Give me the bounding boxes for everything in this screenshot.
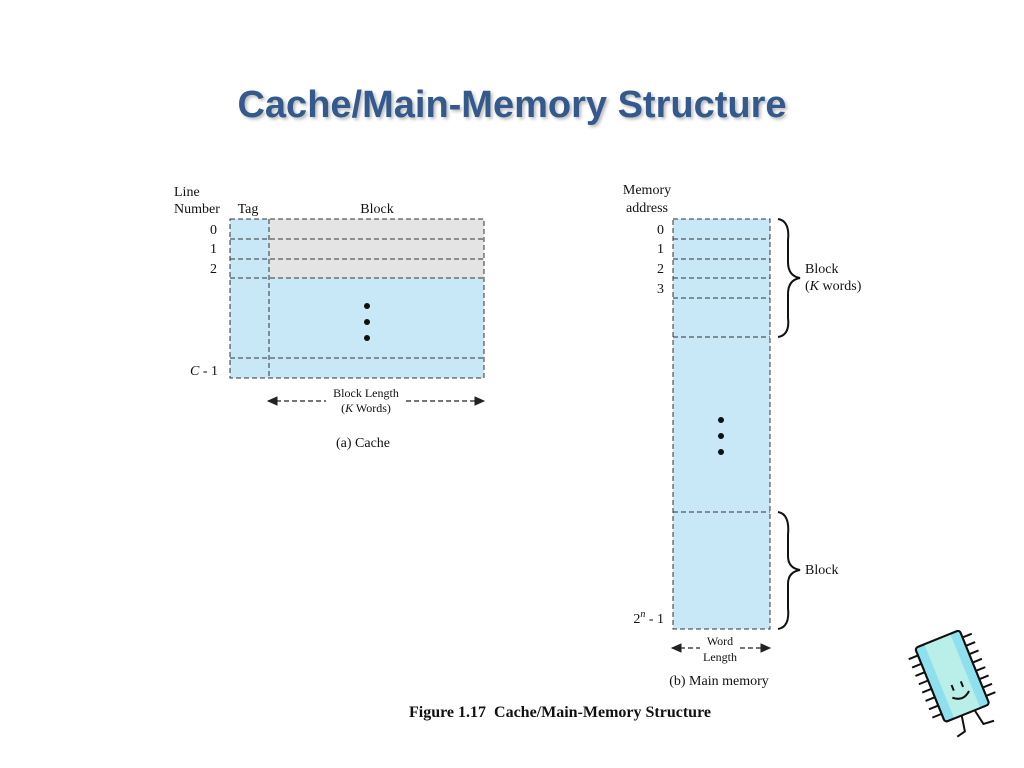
memory-header-line1: Memory <box>623 183 671 198</box>
brace-top-label: Block <box>805 262 838 277</box>
cache-row-label-0: 0 <box>210 223 217 238</box>
block-brace-top <box>777 218 801 338</box>
memory-header-line2: address <box>626 201 668 216</box>
memory-ellipsis-dots <box>718 417 724 455</box>
memory-row-label-last: 2n - 1 <box>633 609 664 627</box>
cache-lines-region <box>269 278 484 378</box>
cache-line-1-block <box>269 239 484 259</box>
main-memory-diagram: Memory address 0 1 2 3 2n - 1 Block (K w… <box>623 183 862 689</box>
memory-chip-mascot-icon <box>908 629 996 738</box>
memory-row-label-0: 0 <box>657 223 664 238</box>
cache-header-line: Line <box>174 185 200 200</box>
block-brace-bottom <box>777 511 801 630</box>
cache-row-label-last: C - 1 <box>190 364 218 379</box>
cache-diagram: Line Number Tag Block 0 1 2 C - 1 <box>174 185 486 451</box>
cache-tag-column <box>230 219 269 378</box>
memory-row-label-2: 2 <box>657 262 664 277</box>
brace-bottom-label: Block <box>805 563 838 578</box>
cache-line-2-block <box>269 259 484 278</box>
cache-header-block: Block <box>360 202 393 217</box>
cache-ellipsis-dots <box>364 303 370 341</box>
word-length-label: Word <box>707 634 733 648</box>
memory-column <box>673 219 770 629</box>
memory-caption: (b) Main memory <box>669 674 769 689</box>
cache-caption: (a) Cache <box>336 436 390 451</box>
cache-header-number: Number <box>174 202 220 217</box>
cache-row-label-2: 2 <box>210 262 217 277</box>
block-length-label: Block Length <box>333 386 399 400</box>
cache-line-0-block <box>269 219 484 239</box>
memory-row-label-1: 1 <box>657 242 664 257</box>
cache-row-label-1: 1 <box>210 242 217 257</box>
memory-row-label-3: 3 <box>657 282 664 297</box>
word-length-sublabel: Length <box>703 650 737 664</box>
block-length-sublabel: (K Words) <box>341 401 391 415</box>
cache-header-tag: Tag <box>238 202 259 217</box>
figure-caption: Figure 1.17 Cache/Main-Memory Structure <box>409 704 711 721</box>
brace-top-sublabel: (K words) <box>805 279 862 294</box>
slide-title: Cache/Main-Memory Structure <box>237 84 787 126</box>
